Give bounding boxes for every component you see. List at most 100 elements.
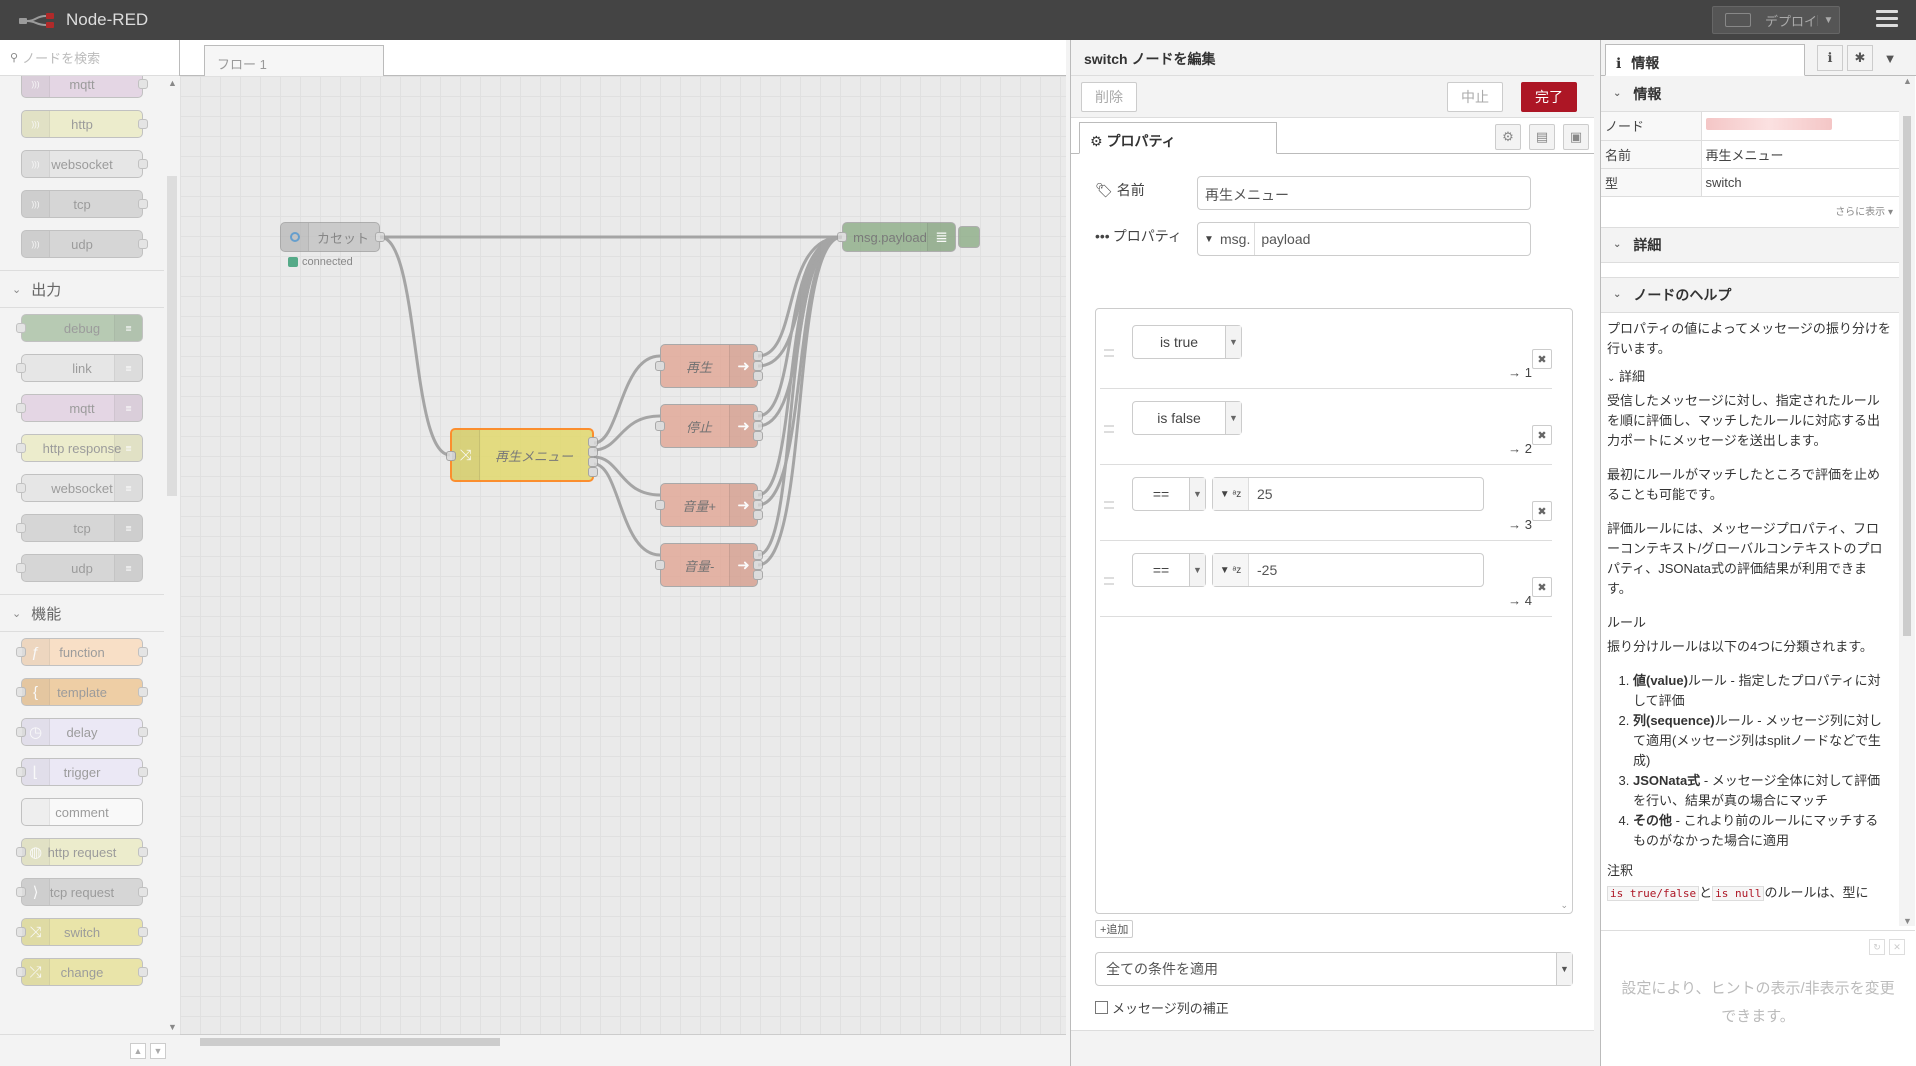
palette-node-mqtt[interactable]: ≣mqtt	[16, 394, 143, 422]
done-button[interactable]: 完了	[1521, 82, 1577, 112]
scroll-down-icon[interactable]: ▼	[168, 1022, 177, 1032]
add-rule-button[interactable]: +追加	[1095, 920, 1134, 938]
main-menu-icon[interactable]	[1876, 10, 1898, 30]
palette-node-websocket[interactable]: )))websocket	[21, 150, 148, 178]
palette-category-function[interactable]: ⌄機能	[0, 594, 164, 632]
apply-mode-select[interactable]: 全ての条件を適用 ▼	[1095, 952, 1573, 986]
refresh-icon[interactable]: ↻	[1869, 939, 1885, 955]
input-port[interactable]	[655, 361, 665, 371]
output-port[interactable]	[375, 232, 385, 242]
palette-node-switch[interactable]: ⤨switch	[16, 918, 148, 946]
info-tab-icon[interactable]: ℹ	[1817, 45, 1843, 71]
palette-node-udp[interactable]: ≣udp	[16, 554, 143, 582]
input-port[interactable]	[446, 451, 456, 461]
string-type-icon[interactable]: ▼ ᵃz	[1213, 478, 1249, 510]
input-port[interactable]	[655, 421, 665, 431]
detail-section-header[interactable]: ⌄詳細	[1601, 226, 1899, 263]
flow-node-cassette[interactable]: カセット	[280, 222, 385, 252]
palette-node-tcp[interactable]: )))tcp	[21, 190, 148, 218]
palette-node-http[interactable]: )))http	[21, 110, 148, 138]
output-port[interactable]	[753, 490, 763, 500]
delete-button[interactable]: 削除	[1081, 82, 1137, 112]
help-section-header[interactable]: ⌄ノードのヘルプ	[1601, 276, 1899, 313]
output-port[interactable]	[753, 351, 763, 361]
output-port[interactable]	[753, 361, 763, 371]
palette-node-tcp-request[interactable]: ⟩tcp request	[16, 878, 148, 906]
remove-rule-icon[interactable]: ✖	[1532, 501, 1552, 521]
palette-node-mqtt[interactable]: )))mqtt	[21, 76, 148, 98]
scroll-up-icon[interactable]: ▲	[168, 78, 177, 88]
rule-operator-select[interactable]: is true▼	[1132, 325, 1242, 359]
collapse-all-icon[interactable]: ▲	[130, 1043, 146, 1059]
output-port[interactable]	[753, 510, 763, 520]
input-port[interactable]	[837, 232, 847, 242]
input-port[interactable]	[655, 500, 665, 510]
tray-resize-handle[interactable]	[1066, 40, 1070, 1066]
sidebar-resize-handle[interactable]	[1594, 40, 1600, 1066]
output-port[interactable]	[753, 411, 763, 421]
palette-node-debug[interactable]: ≣debug	[16, 314, 143, 342]
close-icon[interactable]: ✕	[1889, 939, 1905, 955]
scroll-down-icon[interactable]: ⌄	[1560, 900, 1568, 910]
expand-all-icon[interactable]: ▼	[150, 1043, 166, 1059]
scroll-thumb[interactable]	[200, 1038, 500, 1046]
rule-value-input[interactable]: ▼ ᵃz -25	[1212, 553, 1484, 587]
remove-rule-icon[interactable]: ✖	[1532, 425, 1552, 445]
drag-handle-icon[interactable]	[1104, 577, 1114, 585]
cancel-button[interactable]: 中止	[1447, 82, 1503, 112]
tab-properties[interactable]: ⚙ プロパティ	[1079, 122, 1277, 154]
debug-bug-icon[interactable]: ✱	[1847, 45, 1873, 71]
sidebar-menu-caret-icon[interactable]: ▼	[1883, 50, 1897, 66]
help-detail-heading[interactable]: ⌄ 詳細	[1607, 368, 1646, 384]
scroll-thumb[interactable]	[1903, 116, 1911, 636]
scroll-down-icon[interactable]: ▼	[1903, 916, 1912, 926]
flow-node-volume-down[interactable]: 音量- ➜	[655, 543, 763, 587]
flow-canvas[interactable]: カセット connected msg.payload ≣ ⤨ 再生メニュー	[180, 76, 1066, 1034]
sidebar-scrollbar[interactable]: ▲ ▼	[1899, 76, 1915, 926]
name-input[interactable]: 再生メニュー	[1197, 176, 1531, 210]
deploy-button[interactable]: デプロイ ▼	[1712, 6, 1840, 34]
palette-node-delay[interactable]: ◷delay	[16, 718, 148, 746]
flow-node-debug[interactable]: msg.payload ≣	[837, 222, 956, 252]
palette-node-link[interactable]: ≣link	[16, 354, 143, 382]
string-type-icon[interactable]: ▼ ᵃz	[1213, 554, 1249, 586]
flow-node-stop[interactable]: 停止 ➜	[655, 404, 763, 448]
palette-node-tcp[interactable]: ≣tcp	[16, 514, 143, 542]
palette-scrollbar[interactable]: ▲ ▼	[164, 76, 180, 1034]
scroll-up-icon[interactable]: ▲	[1903, 76, 1912, 86]
remove-rule-icon[interactable]: ✖	[1532, 349, 1552, 369]
output-port-2[interactable]	[588, 447, 598, 457]
output-port[interactable]	[753, 570, 763, 580]
deploy-caret-icon[interactable]: ▼	[1817, 14, 1839, 26]
show-more-link[interactable]: さらに表示 ▾	[1835, 206, 1893, 218]
remove-rule-icon[interactable]: ✖	[1532, 577, 1552, 597]
output-port[interactable]	[753, 371, 763, 381]
palette-node-comment[interactable]: comment	[21, 798, 143, 826]
flow-node-volume-up[interactable]: 音量+ ➜	[655, 483, 763, 527]
palette-node-websocket[interactable]: ≣websocket	[16, 474, 143, 502]
rule-value-input[interactable]: ▼ ᵃz 25	[1212, 477, 1484, 511]
palette-node-http-request[interactable]: ◍http request	[16, 838, 148, 866]
drag-handle-icon[interactable]	[1104, 425, 1114, 433]
palette-node-change[interactable]: ⤮change	[16, 958, 148, 986]
output-port[interactable]	[753, 550, 763, 560]
tab-description-icon[interactable]: ▤	[1529, 124, 1555, 150]
palette-node-http-response[interactable]: ≣http response	[16, 434, 143, 462]
output-port-3[interactable]	[588, 457, 598, 467]
palette-search-input[interactable]: ⚲ ノードを検索	[0, 40, 179, 76]
scroll-thumb[interactable]	[167, 176, 177, 496]
typed-input-caret-icon[interactable]: ▼	[1204, 233, 1214, 245]
tab-appearance-icon[interactable]: ▣	[1563, 124, 1589, 150]
rule-operator-select[interactable]: is false▼	[1132, 401, 1242, 435]
rule-operator-select[interactable]: ==▼	[1132, 477, 1206, 511]
info-section-header[interactable]: ⌄情報	[1601, 76, 1899, 112]
palette-node-trigger[interactable]: ⌊trigger	[16, 758, 148, 786]
drag-handle-icon[interactable]	[1104, 349, 1114, 357]
flow-node-play[interactable]: 再生 ➜	[655, 344, 763, 388]
output-port[interactable]	[753, 560, 763, 570]
flow-node-switch[interactable]: ⤨ 再生メニュー	[446, 428, 598, 482]
output-port[interactable]	[753, 421, 763, 431]
debug-toggle-button[interactable]	[958, 226, 980, 248]
sequence-checkbox[interactable]	[1095, 1001, 1108, 1014]
tab-settings-gear-icon[interactable]: ⚙	[1495, 124, 1521, 150]
